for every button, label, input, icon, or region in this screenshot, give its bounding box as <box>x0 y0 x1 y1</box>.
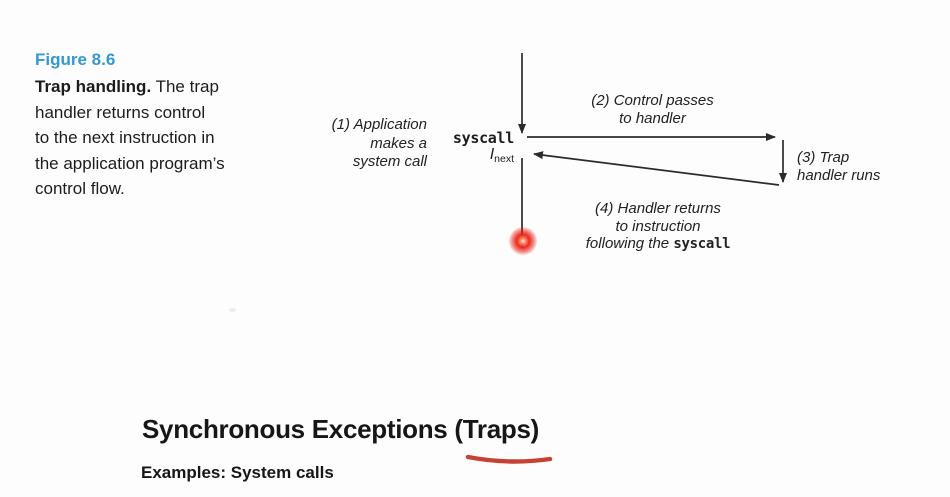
syscall-label: syscall <box>452 129 514 147</box>
red-underline <box>465 454 553 464</box>
faint-smudge <box>229 308 236 312</box>
step2-label: (2) Control passes to handler <box>591 92 714 127</box>
slide-title: Synchronous Exceptions (Traps) <box>142 414 539 444</box>
caption-line: control flow. <box>35 179 125 198</box>
syscall-inline-code: syscall <box>673 236 731 252</box>
step1-label: (1) Application makes a system call <box>331 116 427 170</box>
caption-lead: Trap handling. <box>35 77 152 96</box>
figure-caption: Trap handling. The trap handler returns … <box>35 74 225 202</box>
inext-label: Inext <box>489 146 514 165</box>
step4-label: (4) Handler returns to instruction follo… <box>585 200 731 252</box>
slide-subtitle: Examples: System calls <box>141 463 334 482</box>
figure-label: Figure 8.6 <box>35 50 116 69</box>
caption-line: handler returns control <box>35 102 206 122</box>
step3-label: (3) Trap handler runs <box>797 149 881 184</box>
handler-return-arrow <box>533 151 780 186</box>
caption-line: Trap handling. The trap <box>35 74 225 100</box>
caption-line0-rest: The trap <box>151 77 219 96</box>
caption-line: the application program’s <box>35 153 225 173</box>
laser-pointer-dot <box>509 227 537 255</box>
caption-line: to the next instruction in <box>35 128 215 147</box>
